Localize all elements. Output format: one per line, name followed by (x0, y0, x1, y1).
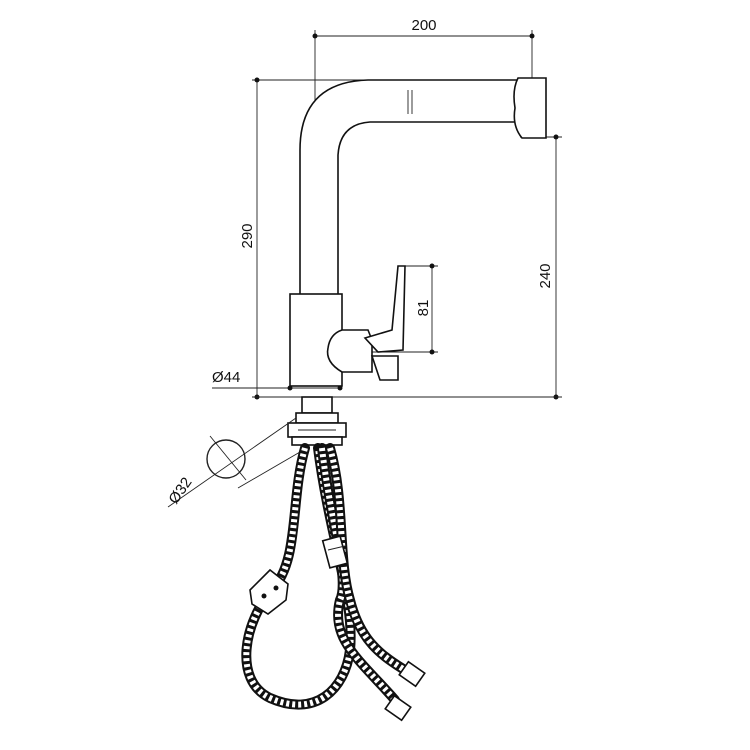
faucet-body (287, 77, 547, 446)
dimension-label-200: 200 (411, 17, 436, 34)
lever-housing (326, 329, 373, 373)
dimension-spout-height: 240 (520, 134, 562, 400)
cold-hose-fitting (398, 660, 426, 688)
dimension-label-81: 81 (415, 300, 432, 317)
spout-tube (299, 79, 521, 296)
lever-lower (370, 355, 399, 381)
supply-hoses (241, 443, 426, 722)
dimension-spout-reach: 200 (312, 17, 535, 300)
hose-valve (321, 535, 349, 569)
hose-clip (249, 568, 289, 615)
dimension-label-290: 290 (239, 223, 256, 248)
mounting-hole-circle (206, 439, 246, 479)
base-connector (301, 396, 333, 414)
dimension-label-240: 240 (537, 263, 554, 288)
spout-head (513, 77, 547, 139)
mounting-nut (295, 412, 339, 424)
hot-hose-fitting (384, 694, 412, 722)
lever-handle (363, 265, 406, 353)
mounting-hole-detail: Ø32 (165, 417, 301, 508)
dimension-label-o44: Ø44 (212, 369, 240, 386)
